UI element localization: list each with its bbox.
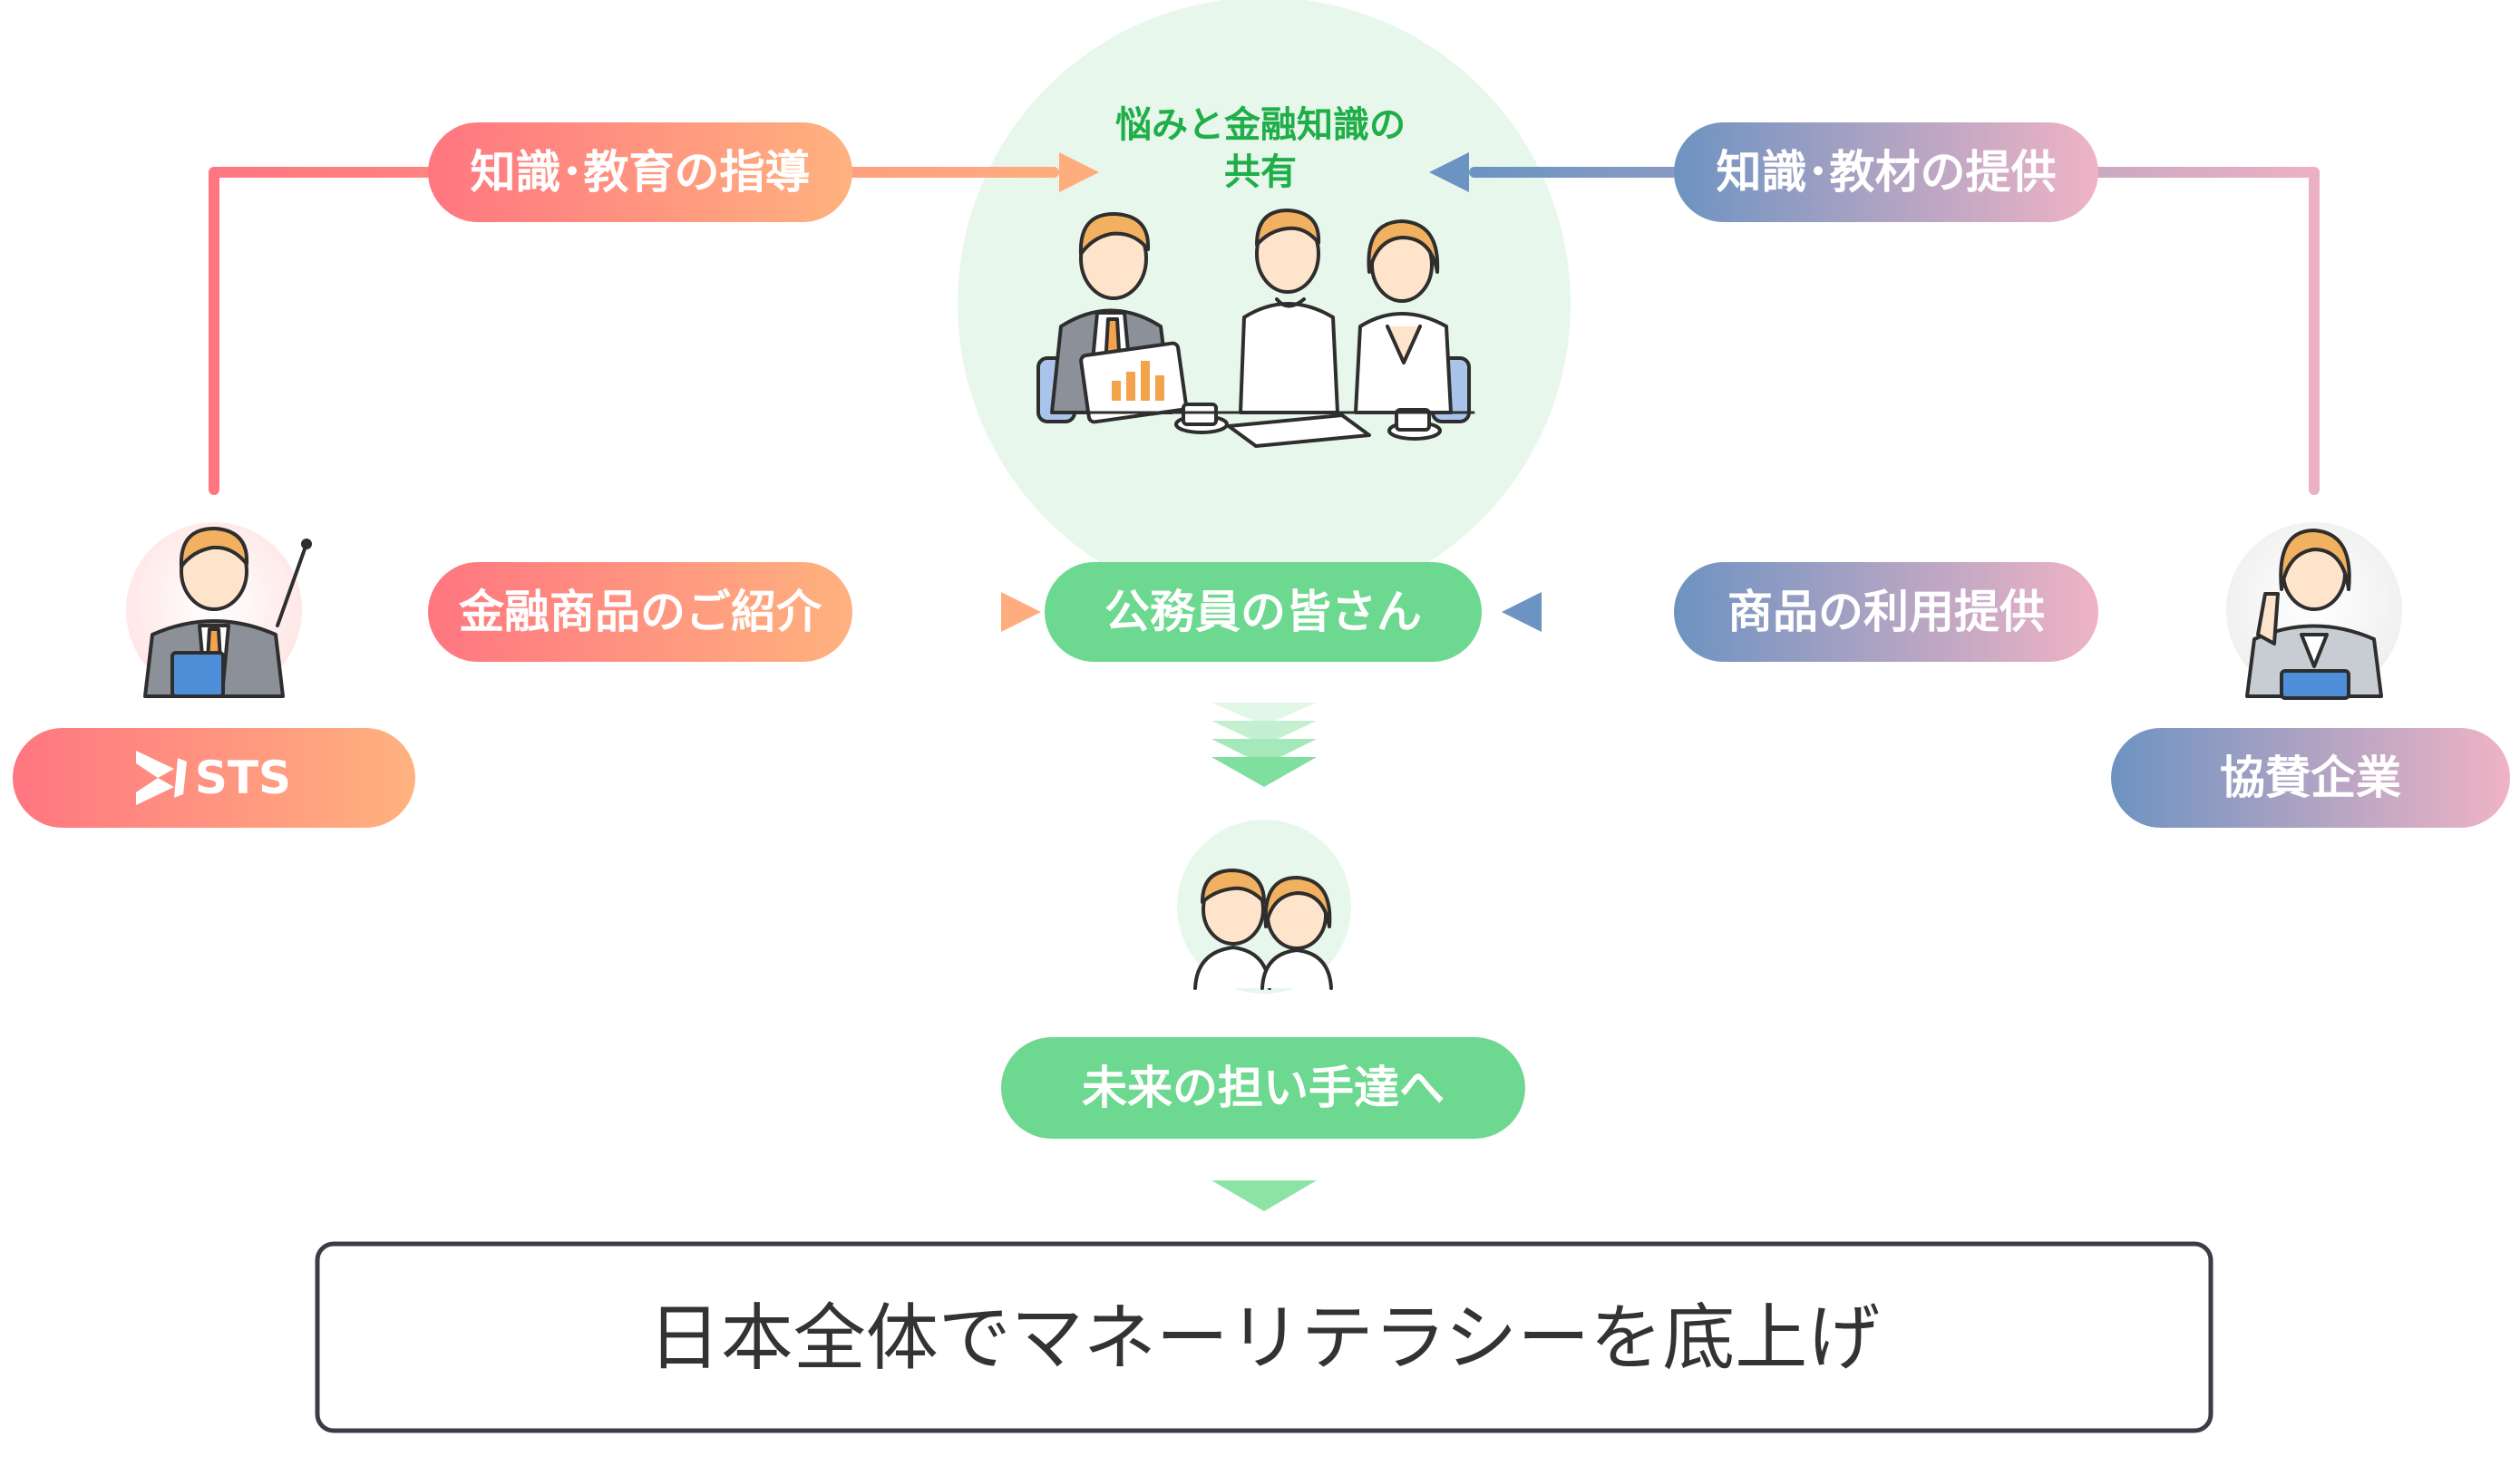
children-illustration xyxy=(1177,820,1351,994)
future-pill: 未来の担い手達へ xyxy=(1001,1037,1525,1139)
arrow-head-icon xyxy=(1502,592,1542,632)
sts-logo-icon xyxy=(136,751,187,805)
pointing-woman-icon xyxy=(2245,529,2383,700)
sponsor-avatar xyxy=(2226,522,2402,700)
sts-top-flow-label: 知識･教育の指導 xyxy=(471,146,811,199)
presenter-man-icon xyxy=(143,526,312,698)
sts-name: STS xyxy=(195,752,291,804)
arrow-head-icon xyxy=(1059,152,1099,192)
arrow-head-icon xyxy=(1001,592,1041,632)
arrow-head-icon xyxy=(1429,152,1469,192)
sts-bottom-flow-pill: 金融商品のご紹介 xyxy=(428,562,852,662)
sts-bottom-flow-label: 金融商品のご紹介 xyxy=(459,586,822,638)
sts-top-flow-pill: 知識･教育の指導 xyxy=(428,122,852,222)
target-pill: 公務員の皆さん xyxy=(1045,562,1482,662)
conclusion-text: 日本全体でマネーリテラシーを底上げ xyxy=(648,1296,1880,1381)
sponsor-top-flow-label: 知識･教材の提供 xyxy=(1717,146,2057,199)
meeting-illustration xyxy=(1036,209,1475,448)
conclusion-box: 日本全体でマネーリテラシーを底上げ xyxy=(315,1241,2214,1433)
sharing-circle xyxy=(958,0,1571,610)
sts-pill: STS xyxy=(13,728,415,828)
sponsor-pill: 協賛企業 xyxy=(2111,728,2510,828)
stacked-down-arrow-icon xyxy=(1211,703,1317,787)
target-label: 公務員の皆さん xyxy=(1104,586,1422,638)
sponsor-top-flow-pill: 知識･教材の提供 xyxy=(1674,122,2098,222)
sponsor-bottom-flow-label: 商品の利用提供 xyxy=(1727,586,2045,638)
presenter-avatar xyxy=(126,522,312,698)
down-arrow-icon xyxy=(1211,1180,1317,1211)
share-text-line1: 悩みと金融知識の xyxy=(1115,104,1406,146)
sponsor-name: 協賛企業 xyxy=(2220,752,2401,804)
share-text-line2: 共有 xyxy=(1224,151,1297,193)
future-label: 未来の担い手達へ xyxy=(1082,1062,1445,1114)
sponsor-bottom-flow-pill: 商品の利用提供 xyxy=(1674,562,2098,662)
